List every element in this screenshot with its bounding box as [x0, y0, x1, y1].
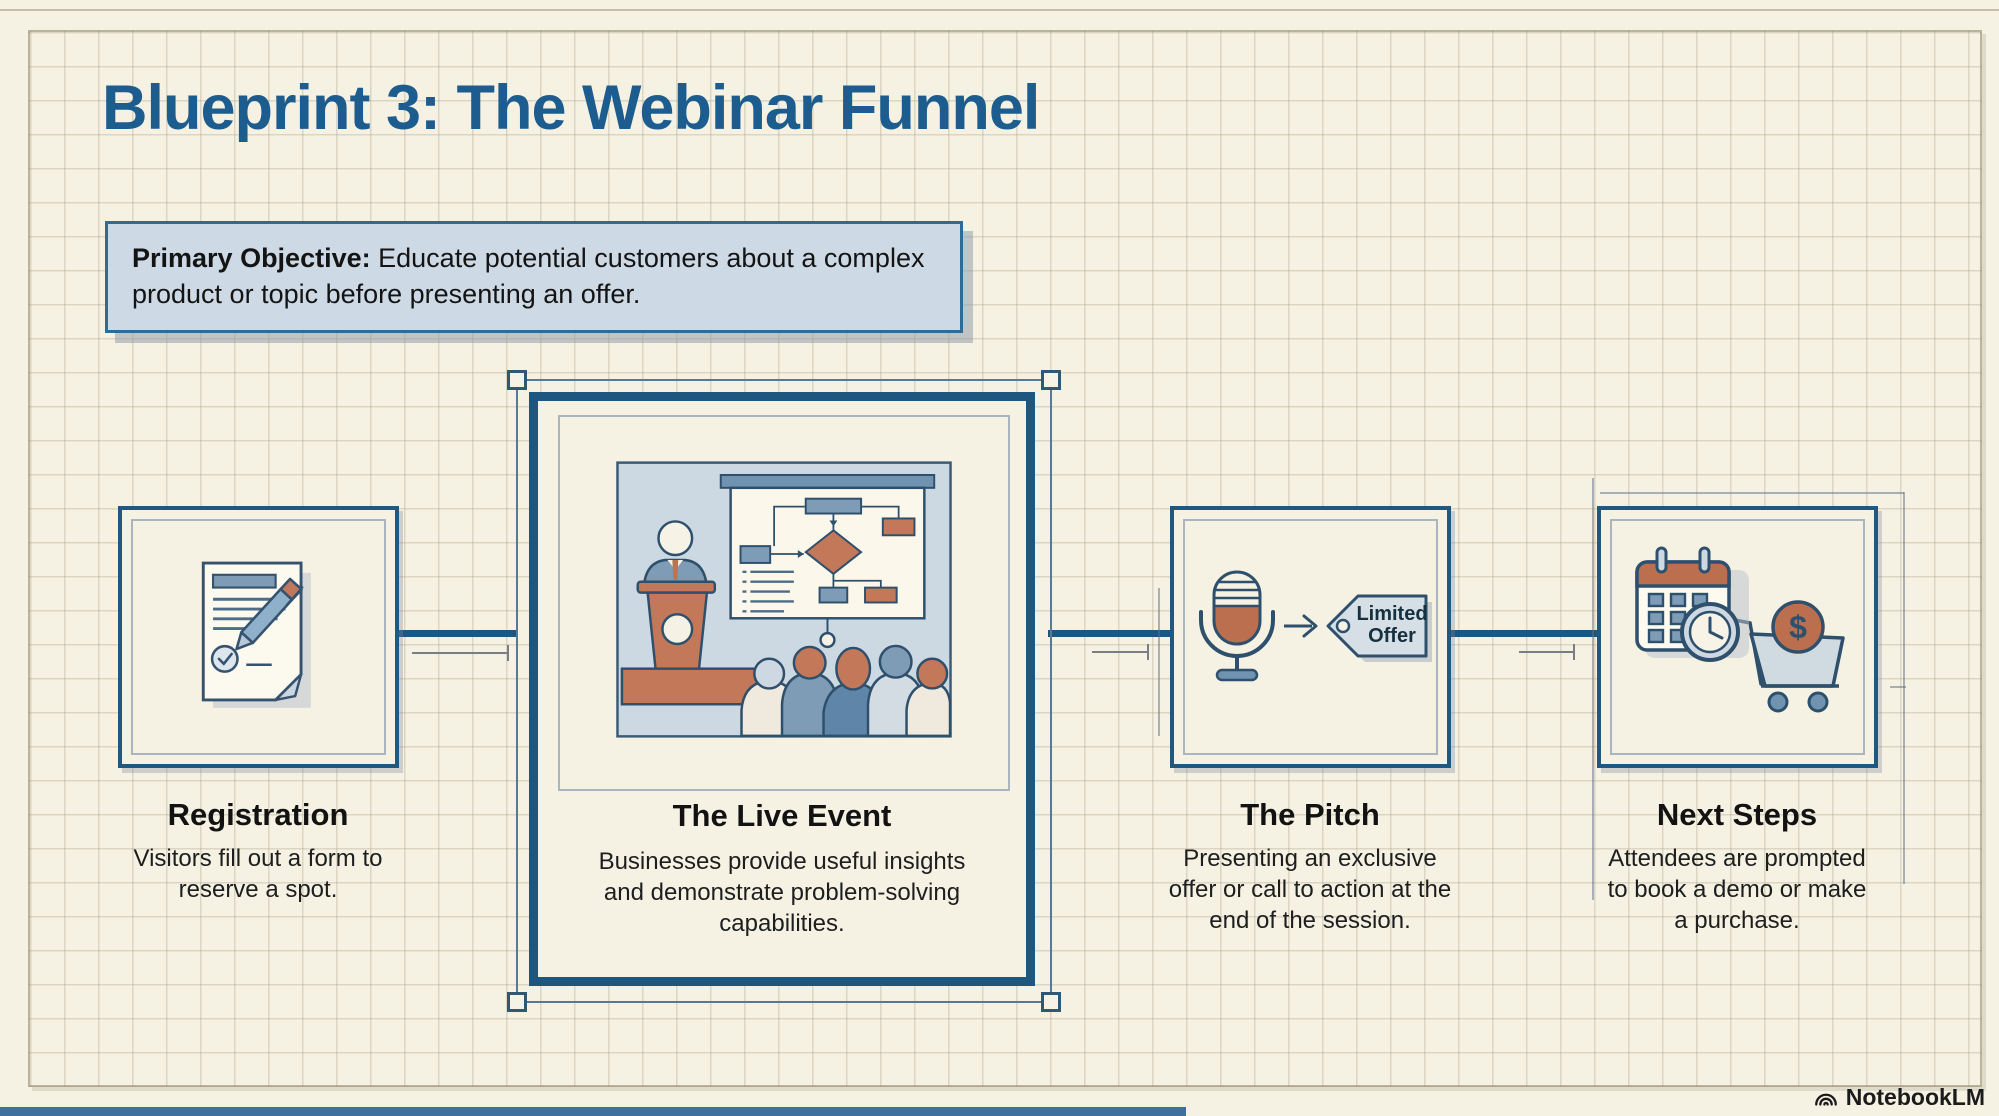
- top-rule-line: [0, 9, 1999, 11]
- connector-pitch-to-next-steps: [1451, 630, 1597, 637]
- dimension-mark-2: [1092, 644, 1149, 660]
- construction-line-v4: [1903, 492, 1905, 884]
- selection-handle-bottom-left[interactable]: [507, 992, 527, 1012]
- dimension-mark-1: [412, 645, 509, 661]
- pitch-title: The Pitch: [1240, 797, 1380, 832]
- bottom-accent-bar: [0, 1107, 1186, 1116]
- selection-handle-top-right[interactable]: [1041, 370, 1061, 390]
- live-event-title: The Live Event: [672, 798, 892, 833]
- selection-handle-bottom-right[interactable]: [1041, 992, 1061, 1012]
- pitch-description: Presenting an exclusive offer or call to…: [1168, 845, 1452, 935]
- node-inner-frame: [558, 415, 1010, 791]
- selection-frame: [507, 370, 1061, 1012]
- page-title: Blueprint 3: The Webinar Funnel: [102, 73, 1040, 143]
- next-steps-description: Attendees are prompted to book a demo or…: [1607, 845, 1867, 935]
- next-steps-title: Next Steps: [1656, 797, 1818, 832]
- live-event-description: Businesses provide useful insights and d…: [598, 848, 966, 938]
- construction-line-h1: [1600, 492, 1904, 494]
- selection-handle-top-left[interactable]: [507, 370, 527, 390]
- notebooklm-watermark: NotebookLM: [1813, 1084, 1985, 1111]
- objective-text: Educate potential customers about a comp…: [132, 243, 925, 309]
- form-pen-icon: [201, 561, 311, 708]
- connector-registration-to-live-event: [399, 630, 516, 637]
- construction-line-v3: [1592, 478, 1594, 900]
- node-live-event[interactable]: The Live Event Businesses provide useful…: [529, 392, 1035, 986]
- limited-offer-tag-label: Limited Offer: [1356, 603, 1428, 647]
- node-registration[interactable]: [118, 506, 399, 768]
- registration-description: Visitors fill out a form to reserve a sp…: [133, 845, 383, 904]
- presentation-audience-icon: [616, 461, 952, 738]
- dimension-mark-3: [1519, 644, 1575, 660]
- construction-tick: [1890, 686, 1906, 688]
- registration-title: Registration: [167, 797, 349, 832]
- notebooklm-logo-text: NotebookLM: [1845, 1084, 1985, 1110]
- dollar-sign-glyph: $: [1789, 609, 1807, 645]
- microphone-offer-tag-icon: [1199, 570, 1432, 682]
- connector-live-event-to-pitch: [1048, 630, 1170, 637]
- objective-label: Primary Objective:: [132, 243, 371, 273]
- primary-objective-callout: Primary Objective: Educate potential cus…: [105, 221, 963, 333]
- notebooklm-logo-icon: [1814, 1093, 1837, 1106]
- construction-line-v1: [1158, 588, 1160, 736]
- calendar-clock-cart-icon: $: [1635, 546, 1845, 713]
